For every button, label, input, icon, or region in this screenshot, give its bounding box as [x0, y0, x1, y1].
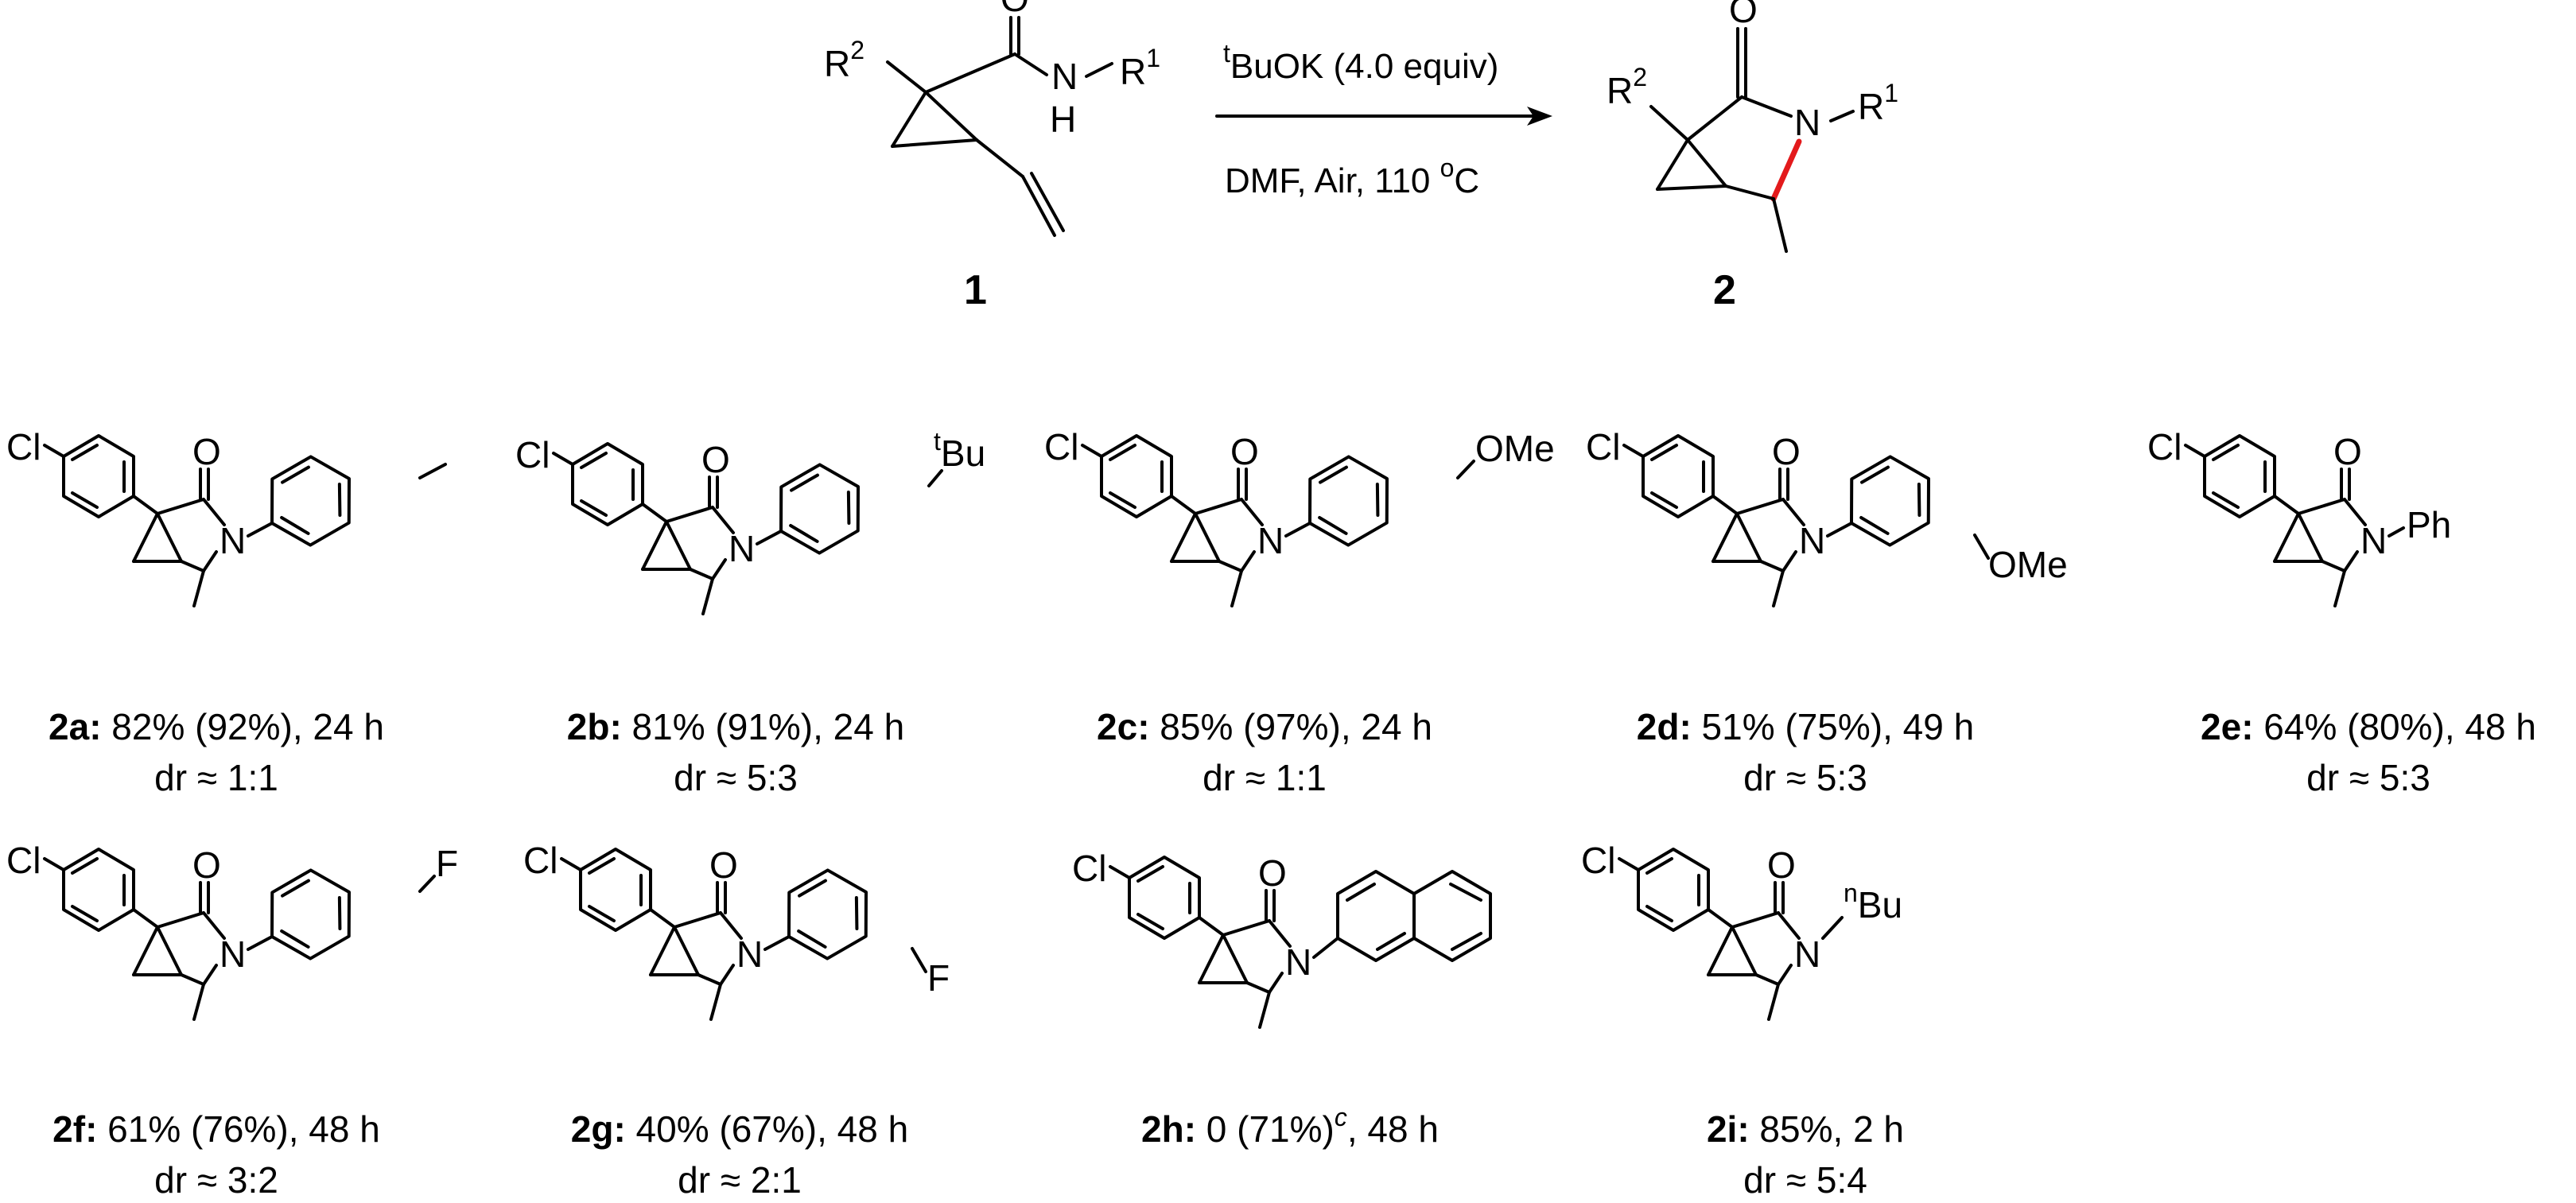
structure-2d: Cl O N OMe [1586, 426, 2068, 607]
n-label: N [1794, 933, 1820, 975]
structure-2i: Cl O N nBu [1581, 840, 1902, 1021]
ome-label: OMe [1475, 428, 1555, 469]
lactam-n-label: N [1794, 102, 1820, 143]
n-label: N [220, 520, 246, 561]
caption-2c: 2c: 85% (97%), 24 h dr ≈ 1:1 [1097, 706, 1432, 798]
r2-label: R2 [1607, 63, 1647, 111]
structure-2e: Cl O N Ph [2147, 426, 2451, 607]
product-2: O N R1 R2 2 [1607, 0, 1898, 313]
caption-2b: 2b: 81% (91%), 24 h dr ≈ 5:3 [567, 706, 904, 798]
yield-text: 2i: 85%, 2 h [1707, 1108, 1904, 1150]
carbonyl-o-label: O [1729, 0, 1758, 30]
o-label: O [701, 439, 730, 480]
structure-2f: Cl O N F [6, 840, 458, 1021]
yield-text: 2d: 51% (75%), 49 h [1637, 706, 1974, 747]
cl-label: Cl [1581, 840, 1615, 881]
r1-label: R1 [1120, 44, 1160, 92]
caption-2f: 2f: 61% (76%), 48 h dr ≈ 3:2 [52, 1108, 380, 1201]
dr-text: dr ≈ 5:3 [2306, 757, 2430, 798]
nbu-label: nBu [1844, 879, 1902, 926]
cl-label: Cl [1044, 426, 1078, 468]
conditions-text: DMF, Air, 110 oC [1225, 153, 1479, 200]
ome-label: OMe [1988, 544, 2068, 585]
caption-2g: 2g: 40% (67%), 48 h dr ≈ 2:1 [571, 1108, 908, 1201]
dr-text: dr ≈ 1:1 [154, 757, 278, 798]
n-label: N [736, 933, 763, 975]
dr-text: dr ≈ 5:3 [674, 757, 798, 798]
yield-text: 2h: 0 (71%)c, 48 h [1141, 1103, 1439, 1150]
product-number: 2 [1713, 267, 1736, 313]
structure-2g: Cl O N F [523, 840, 950, 1021]
dr-text: dr ≈ 1:1 [1203, 757, 1327, 798]
reagent-text: tBuOK (4.0 equiv) [1223, 39, 1498, 86]
substrate-number: 1 [964, 267, 987, 313]
new-cn-bond [1770, 138, 1802, 202]
dr-text: dr ≈ 2:1 [678, 1159, 802, 1201]
f-label: F [927, 957, 950, 999]
reaction-arrow: tBuOK (4.0 equiv) DMF, Air, 110 oC [1215, 39, 1552, 200]
yield-text: 2f: 61% (76%), 48 h [52, 1108, 380, 1150]
yield-text: 2e: 64% (80%), 48 h [2201, 706, 2536, 747]
dr-text: dr ≈ 3:2 [154, 1159, 278, 1201]
o-label: O [192, 431, 221, 472]
o-label: O [2333, 431, 2362, 472]
o-label: O [1230, 431, 1259, 472]
yield-text: 2b: 81% (91%), 24 h [567, 706, 904, 747]
cl-label: Cl [6, 426, 41, 468]
cl-label: Cl [515, 434, 550, 475]
caption-2a: 2a: 82% (92%), 24 h dr ≈ 1:1 [49, 706, 384, 798]
carbonyl-o-label: O [1000, 0, 1029, 19]
amide-h-label: H [1050, 99, 1076, 140]
f-label: F [436, 843, 458, 884]
n-label: N [729, 528, 755, 569]
caption-2h: 2h: 0 (71%)c, 48 h [1141, 1103, 1439, 1150]
dr-text: dr ≈ 5:3 [1743, 757, 1867, 798]
cl-label: Cl [523, 840, 558, 881]
n-label: N [220, 933, 246, 975]
o-label: O [192, 844, 221, 886]
yield-text: 2c: 85% (97%), 24 h [1097, 706, 1432, 747]
r2-label: R2 [824, 36, 864, 84]
structure-2b: Cl O N tBu [515, 427, 985, 615]
tbu-label: tBu [934, 427, 985, 474]
caption-2e: 2e: 64% (80%), 48 h dr ≈ 5:3 [2201, 706, 2536, 798]
n-label: N [1285, 941, 1311, 983]
yield-text: 2g: 40% (67%), 48 h [571, 1108, 908, 1150]
cl-label: Cl [1072, 848, 1106, 889]
structure-2h: Cl O N [1072, 848, 1492, 1029]
n-label: N [1257, 520, 1284, 561]
structure-2c: Cl O N OMe [1044, 426, 1555, 607]
o-label: O [709, 844, 738, 886]
yield-text: 2a: 82% (92%), 24 h [49, 706, 384, 747]
o-label: O [1767, 844, 1796, 886]
n-label: N [1799, 520, 1825, 561]
cl-label: Cl [6, 840, 41, 881]
cl-label: Cl [2147, 426, 2182, 468]
caption-2d: 2d: 51% (75%), 49 h dr ≈ 5:3 [1637, 706, 1974, 798]
o-label: O [1772, 431, 1801, 472]
r1-label: R1 [1858, 79, 1898, 127]
cl-label: Cl [1586, 426, 1620, 468]
dr-text: dr ≈ 5:4 [1743, 1159, 1867, 1201]
substrate-1: O N H R1 R2 1 [824, 0, 1160, 313]
n-label: N [2360, 520, 2387, 561]
caption-2i: 2i: 85%, 2 h dr ≈ 5:4 [1707, 1108, 1904, 1201]
structure-2a: Cl O N [6, 426, 447, 607]
o-label: O [1258, 852, 1287, 894]
amide-n-label: N [1051, 56, 1078, 97]
ph-label: Ph [2407, 504, 2451, 545]
